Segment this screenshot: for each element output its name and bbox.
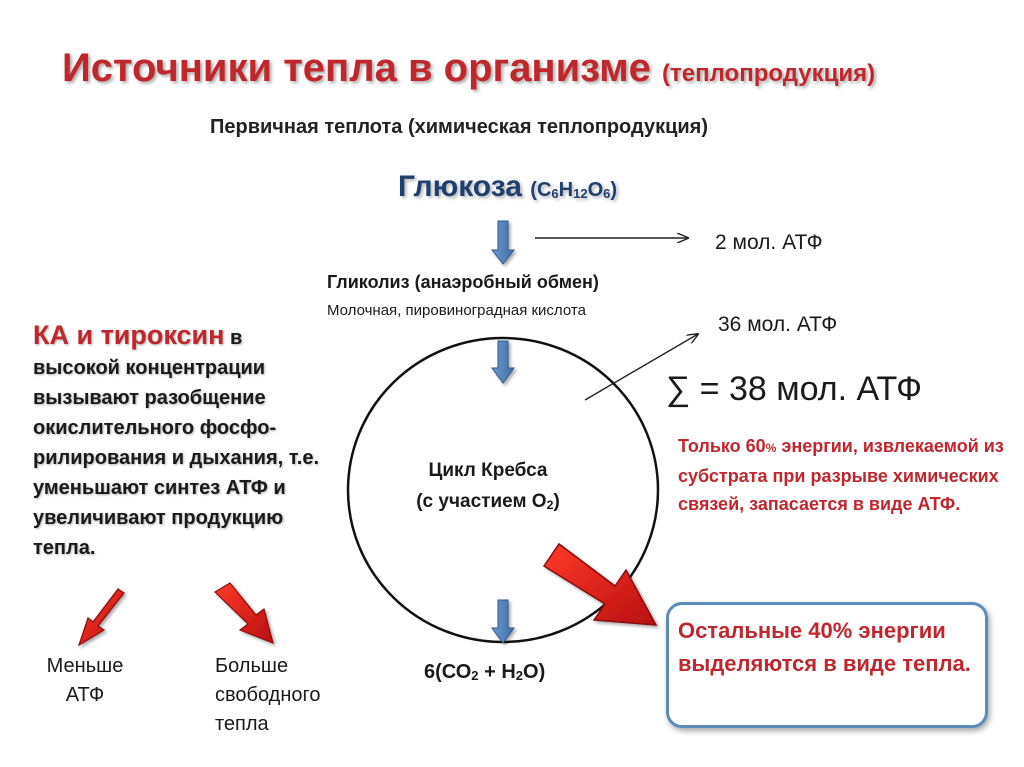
ka-thyroxine-text: КА и тироксин в высокой концентрации выз… xyxy=(33,320,333,563)
heat-box-text: Остальные 40% энергии выделяются в виде … xyxy=(678,618,971,676)
less-atp-label: Меньше АТФ xyxy=(46,655,124,706)
formula-close: ) xyxy=(610,179,618,201)
products-h-sub: 2 xyxy=(515,667,524,683)
title-main: Источники тепла в организме xyxy=(62,46,651,90)
products-label: 6(СО2 + Н2О) xyxy=(424,661,545,684)
formula-o: О xyxy=(587,179,604,201)
krebs-line2-sub: 2 xyxy=(546,497,554,512)
glycolysis-subtitle: Молочная, пировиноградная кислота xyxy=(327,302,586,319)
page-title: Источники тепла в организме (теплопродук… xyxy=(62,46,875,91)
atp-2-label: 2 мол. АТФ xyxy=(715,231,823,254)
glucose-formula: (С6Н12О6) xyxy=(530,179,617,201)
glucose-label: Глюкоза (С6Н12О6) xyxy=(398,170,617,204)
blue-down-arrow-3 xyxy=(491,599,515,644)
products-co-sub: 2 xyxy=(471,667,479,683)
blue-down-arrow-2 xyxy=(491,340,515,384)
formula-open: (С xyxy=(530,179,552,201)
heat-box xyxy=(666,602,988,728)
glycolysis-title: Гликолиз (анаэробный обмен) xyxy=(327,272,599,292)
red-arrow-less-atp xyxy=(77,588,125,647)
energy-note-part1: Только 60 xyxy=(678,436,766,456)
atp-sum-label: ∑ = 38 мол. АТФ xyxy=(666,370,923,408)
subtitle: Первичная теплота (химическая теплопроду… xyxy=(210,116,708,138)
ka-body: в высокой концентрации вызывают разобщен… xyxy=(33,327,320,559)
products-suffix: О) xyxy=(523,661,546,683)
arrow-to-atp-36 xyxy=(584,334,698,401)
products-middle: + Н xyxy=(478,661,516,683)
blue-down-arrow-1 xyxy=(490,220,516,265)
krebs-line2: (с участием О2) xyxy=(378,486,598,521)
title-paren: (теплопродукция) xyxy=(662,60,876,87)
formula-h-sub: 12 xyxy=(573,185,588,201)
krebs-line2-prefix: (с участием О xyxy=(416,491,547,512)
formula-o-sub: 6 xyxy=(603,185,611,201)
energy-note-part2: энергии, извлекаемой из субстрата при ра… xyxy=(678,436,1004,514)
krebs-inner: Цикл Кребса (с участием О2) xyxy=(378,455,598,521)
formula-c-sub: 6 xyxy=(551,185,559,201)
energy-note-percent: % xyxy=(765,441,777,455)
atp-36-label: 36 мол. АТФ xyxy=(718,313,838,336)
krebs-line2-suffix: ) xyxy=(553,491,560,512)
glucose-name: Глюкоза xyxy=(398,170,522,203)
energy-note: Только 60% энергии, извлекаемой из субст… xyxy=(678,432,1008,518)
products-prefix: 6(СО xyxy=(424,661,472,683)
krebs-line1: Цикл Кребса xyxy=(428,460,548,481)
ka-head: КА и тироксин xyxy=(33,320,225,350)
red-arrow-to-heat-box xyxy=(542,542,658,626)
red-arrow-more-heat xyxy=(214,582,274,644)
more-heat-label: Больше свободного тепла xyxy=(215,655,321,735)
formula-h: Н xyxy=(558,179,574,201)
